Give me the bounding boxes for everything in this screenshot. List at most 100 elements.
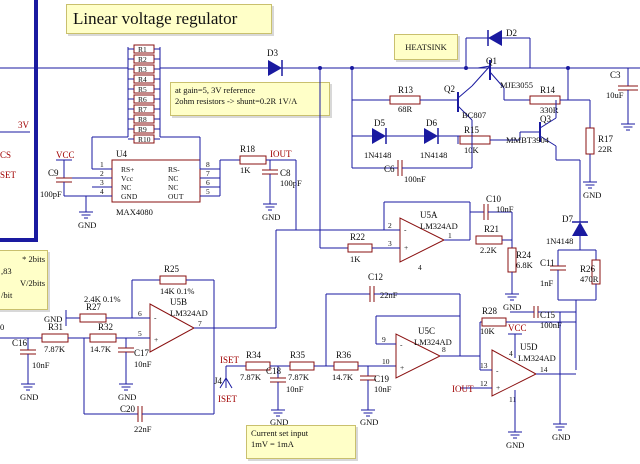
c9-ref: C9 [48,168,59,178]
u5d-plus: + [496,383,500,392]
left-note-line-3: V/2bits [19,278,45,288]
left-partial-note: * 2bits ,83 V/2bits /bit [0,250,48,310]
r17-value: 22R [598,144,613,154]
d5-ref: D5 [374,118,385,128]
resistor-label-r7: R7 [138,105,147,114]
d2-diode [487,30,502,46]
c9-value: 100pF [40,189,62,199]
d7-diode [572,221,588,236]
resistor-label-r6: R6 [138,95,147,104]
left-note-line-4: /bit [1,290,13,300]
resistor-label-r2: R2 [138,55,147,64]
svg-text:8: 8 [442,345,446,354]
c16-ref: C16 [12,338,28,348]
r22-value: 1K [350,254,361,264]
svg-text:1: 1 [100,160,104,169]
u5c-body [395,333,442,379]
r26-value: 470R [580,274,599,284]
gnd-c17 [118,377,134,391]
d6-ref: D6 [426,118,437,128]
u4-part: MAX4080 [116,207,153,217]
r17-body [585,127,595,155]
d6-part: 1N4148 [420,150,447,160]
q2-ref: Q2 [444,84,455,94]
svg-text:NC: NC [121,183,131,192]
r25-body [159,275,187,285]
svg-text:Vcc: Vcc [121,174,134,183]
gnd-c8 [262,197,278,211]
gain-note-line-2: 2ohm resistors -> shunt=0.2R 1V/A [175,96,298,106]
d6-diode [424,128,439,144]
current-note-line-2: 1mV = 1mA [251,439,294,449]
u5a-minus: - [404,225,407,234]
svg-text:8: 8 [206,160,210,169]
gnd-u4-label: GND [78,220,96,230]
q3-part: MMBT3904 [506,135,550,145]
resistor-label-r10: R10 [138,135,151,144]
r36-body [333,361,359,371]
left-note-line-2: ,83 [1,266,12,276]
schematic-title: Linear voltage regulator [73,9,238,28]
r21-ref: R21 [484,224,499,234]
c10-ref: C10 [486,194,502,204]
c8-ref: C8 [280,168,291,178]
gnd-u5d-label: GND [506,440,524,450]
gain-note-line-1: at gain=5, 3V reference [175,85,256,95]
c15-ref: C15 [540,310,556,320]
heatsink-note: HEATSINK [394,34,458,60]
svg-text:11: 11 [509,395,516,404]
c6-ref: C6 [384,164,395,174]
r35-body [289,361,315,371]
q2-part: BC807 [462,110,486,120]
gnd-r17 [582,175,598,189]
gnd-c16-label: GND [20,392,38,402]
svg-text:3: 3 [388,239,392,248]
c10-value: 10nF [496,204,514,214]
r25-ref: R25 [164,264,180,274]
r13-value: 68R [398,104,413,114]
q3-ref: Q3 [540,114,551,124]
svg-text:14: 14 [540,365,548,374]
resistor-label-r4: R4 [138,75,147,84]
r24-value: 6.8K [516,260,534,270]
c16-value: 10nF [32,360,50,370]
gnd-c18 [270,403,286,417]
gnd-c19 [360,403,376,417]
c11-value: 1nF [540,278,554,288]
d5-part: 1N4148 [364,150,391,160]
c15-value: 100nF [540,320,562,330]
u5a-part: LM324AD [420,221,458,231]
c17-value: 10nF [134,359,152,369]
svg-text:12: 12 [480,379,488,388]
r34-ref: R34 [246,350,262,360]
svg-text:13: 13 [480,361,488,370]
r14-value: 330R [540,105,559,115]
gnd-r24 [504,287,520,301]
u5a-plus: + [404,243,408,252]
gnd-r17-label: GND [583,190,601,200]
svg-text:NC: NC [168,174,178,183]
r35-ref: R35 [290,350,306,360]
svg-text:4: 4 [418,263,422,272]
svg-text:4: 4 [100,187,104,196]
d7-ref: D7 [562,214,573,224]
j4-ref: J4 [214,376,223,386]
svg-text:2: 2 [100,169,104,178]
r28-body [481,317,507,327]
svg-text:RS+: RS+ [121,165,134,174]
r15-body [459,135,491,145]
left-sheet-frame [0,0,38,242]
resistor-label-r5: R5 [138,85,147,94]
gnd-c19-label: GND [360,417,378,427]
d2-ref: D2 [506,28,517,38]
r31-value: 7.87K [44,344,66,354]
q3-transistor [519,117,557,147]
resistor-label-r3: R3 [138,65,147,74]
gnd-c17-label: GND [118,392,136,402]
r27-value: 2.4K 0.1% [84,294,121,304]
r32-ref: R32 [98,322,113,332]
r27-ref: R27 [86,302,102,312]
iset-j4-label: ISET [218,394,238,404]
svg-text:OUT: OUT [168,192,184,201]
